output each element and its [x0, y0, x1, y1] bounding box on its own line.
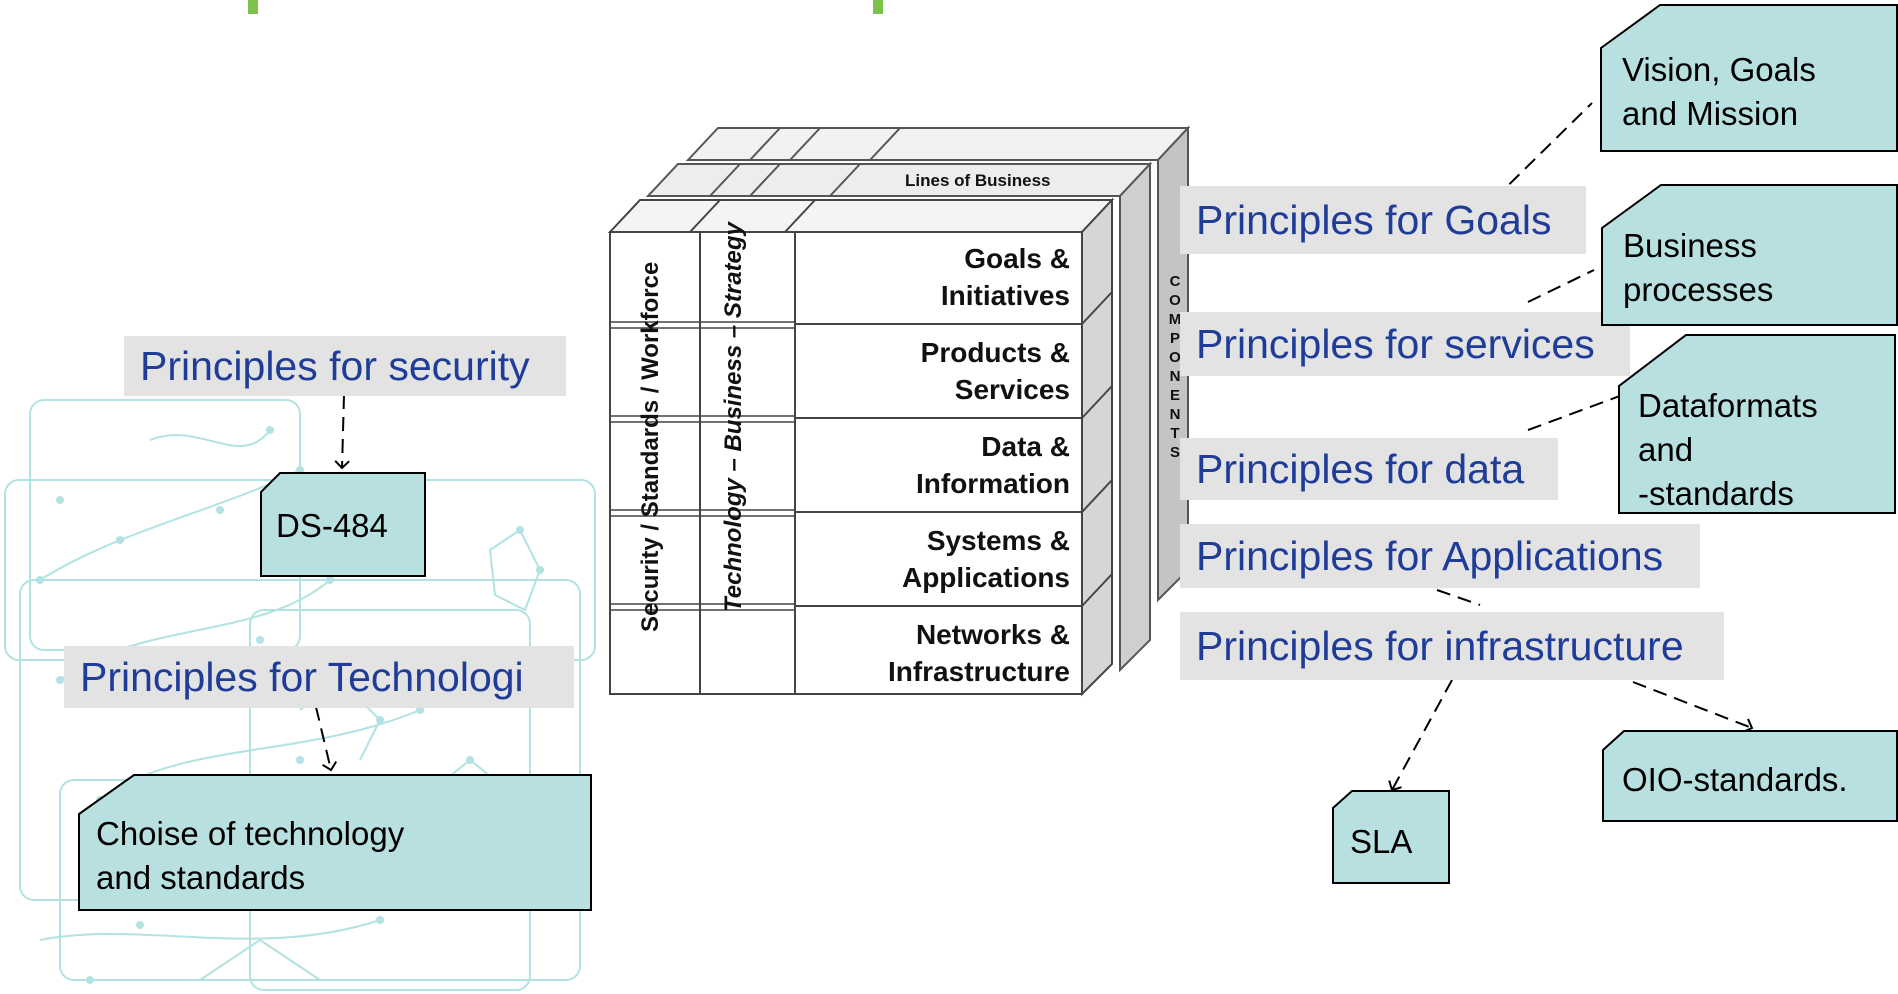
line-data-to-dataformats	[1527, 392, 1629, 431]
cube-row-goals-label: Goals &Initiatives	[940, 243, 1070, 311]
principle-services: Principles for services	[1180, 312, 1630, 376]
cube-row-systems-label: Systems &Applications	[901, 525, 1070, 593]
arrow-technologi-to-choise	[315, 706, 338, 772]
arrow-security-to-ds484	[334, 394, 350, 470]
framework-cube	[607, 125, 1191, 697]
principle-goals: Principles for Goals	[1180, 186, 1586, 254]
lines-of-business-label: Lines of Business	[905, 171, 1051, 190]
cube-row-products-label: Products &Services	[920, 337, 1070, 405]
principle-applications: Principles for Applications	[1180, 524, 1700, 588]
cube-middle-layer-side	[1119, 161, 1151, 673]
cube-front-face	[609, 231, 1083, 695]
line-services-to-business	[1527, 269, 1595, 303]
arrow-infrastructure-to-sla	[1388, 679, 1453, 792]
cube-row-networks-label: Networks &Infrastructure	[887, 619, 1070, 687]
principle-infrastructure: Principles for infrastructure	[1180, 612, 1724, 680]
cube-right-face	[1081, 197, 1113, 697]
principle-security: Principles for security	[124, 336, 566, 396]
note-ds484: DS-484	[260, 472, 426, 577]
arrow-infrastructure-to-oio	[1632, 681, 1754, 733]
green-accent-mark-right	[873, 0, 883, 14]
principle-data: Principles for data	[1180, 438, 1558, 500]
cube-row-data-label: Data &Information	[916, 431, 1070, 499]
note-sla: SLA	[1332, 790, 1450, 884]
green-accent-mark-left	[248, 0, 258, 14]
note-oio-standards: OIO-standards.	[1602, 730, 1898, 822]
line-applications-to-infrastructure	[1436, 589, 1481, 606]
principle-technologi: Principles for Technologi	[64, 646, 574, 708]
